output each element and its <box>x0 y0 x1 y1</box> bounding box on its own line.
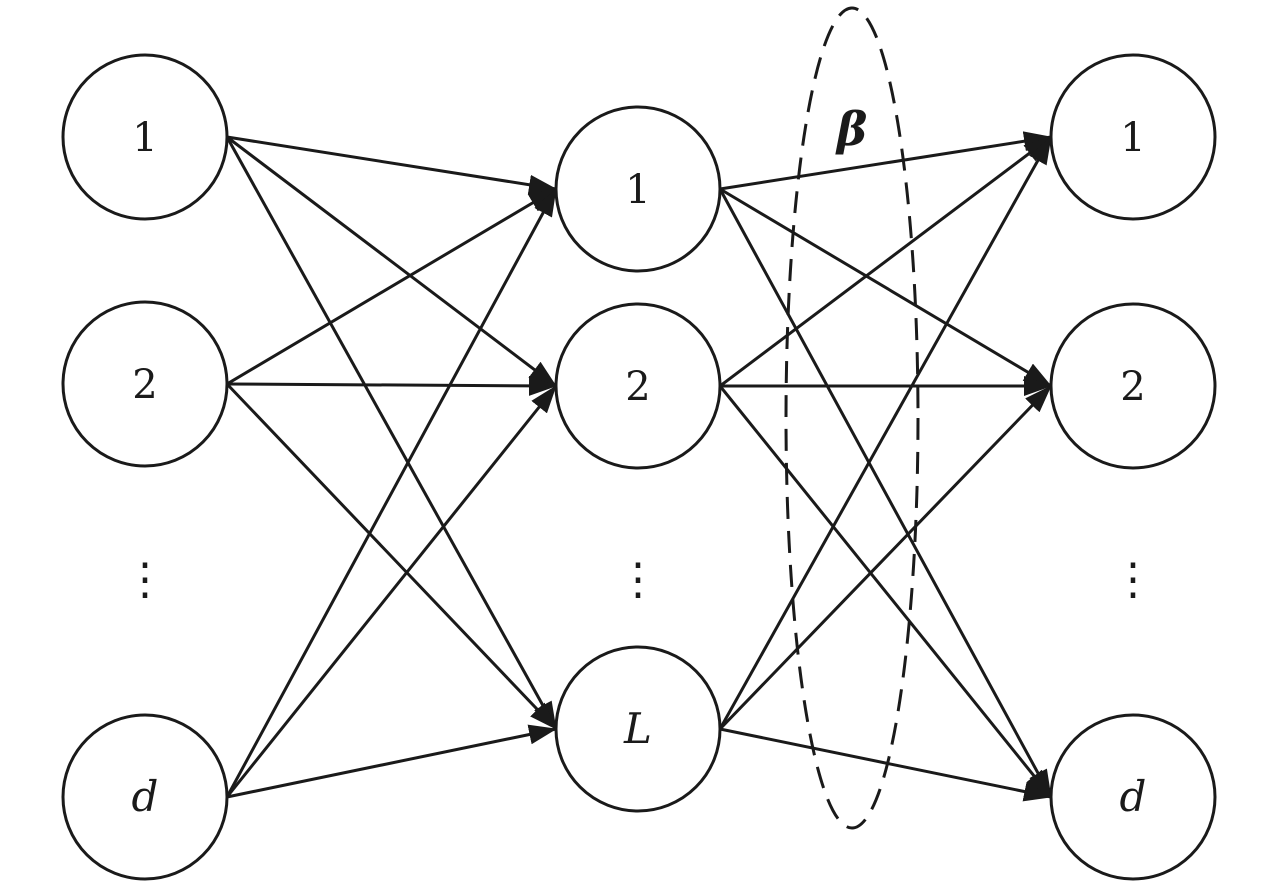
edge-input-1-to-hidden-1 <box>226 135 557 195</box>
hidden-node-3: L <box>554 645 722 813</box>
edge-input-1-to-hidden-2 <box>226 135 557 388</box>
hidden-node-2: 2 <box>554 302 722 470</box>
output-ellipsis: ⋮ <box>1111 554 1155 605</box>
beta-weights-group: β <box>784 6 920 830</box>
edge-input-2-to-hidden-2 <box>226 375 557 396</box>
hidden-node-circle <box>554 645 722 813</box>
input-ellipsis: ⋮ <box>123 554 167 605</box>
edge-input-3-to-hidden-3 <box>226 724 557 799</box>
output-node-label: d <box>1120 772 1147 821</box>
output-node-circle <box>1049 302 1217 470</box>
hidden-node-label: 2 <box>625 364 650 410</box>
hidden-node-circle <box>554 302 722 470</box>
output-node-circle <box>1049 713 1217 881</box>
beta-label: β <box>835 102 868 156</box>
connections <box>225 131 1053 802</box>
edge-hidden-2-to-output-1 <box>719 135 1052 388</box>
edge-hidden-1-to-output-3 <box>718 188 1053 798</box>
hidden-ellipsis: ⋮ <box>616 554 660 605</box>
input-node-circle <box>61 53 229 221</box>
output-node-2: 2 <box>1049 302 1217 470</box>
edge-input-3-to-hidden-2 <box>225 385 558 798</box>
edge-hidden-3-to-output-1 <box>718 136 1053 730</box>
hidden-node-1: 1 <box>554 105 722 273</box>
nodes: 1 2 d ⋮ 1 2L ⋮ 1 2 d ⋮ <box>61 53 1217 881</box>
edge-hidden-1-to-output-2 <box>719 187 1052 388</box>
edge-hidden-3-to-output-3 <box>719 727 1052 802</box>
beta-dashed-ellipse <box>784 6 920 830</box>
output-node-3: d <box>1049 713 1217 881</box>
input-node-label: d <box>132 772 159 821</box>
input-node-label: 1 <box>132 115 157 161</box>
output-node-circle <box>1049 53 1217 221</box>
edge-hidden-1-to-output-1 <box>719 131 1052 191</box>
input-node-label: 2 <box>132 362 157 408</box>
edge-input-2-to-hidden-3 <box>225 382 558 731</box>
output-node-label: 1 <box>1120 115 1145 161</box>
edge-input-1-to-hidden-3 <box>225 136 558 730</box>
edge-input-3-to-hidden-1 <box>225 188 558 798</box>
output-node-label: 2 <box>1120 364 1145 410</box>
edge-hidden-2-to-output-3 <box>718 385 1053 798</box>
input-node-circle <box>61 713 229 881</box>
hidden-node-label: L <box>623 704 652 753</box>
edge-hidden-3-to-output-2 <box>718 384 1053 731</box>
output-node-1: 1 <box>1049 53 1217 221</box>
hidden-node-circle <box>554 105 722 273</box>
input-node-circle <box>61 300 229 468</box>
input-node-3: d <box>61 713 229 881</box>
input-node-1: 1 <box>61 53 229 221</box>
hidden-node-label: 1 <box>625 167 650 213</box>
edge-input-2-to-hidden-1 <box>226 187 557 386</box>
input-node-2: 2 <box>61 300 229 468</box>
